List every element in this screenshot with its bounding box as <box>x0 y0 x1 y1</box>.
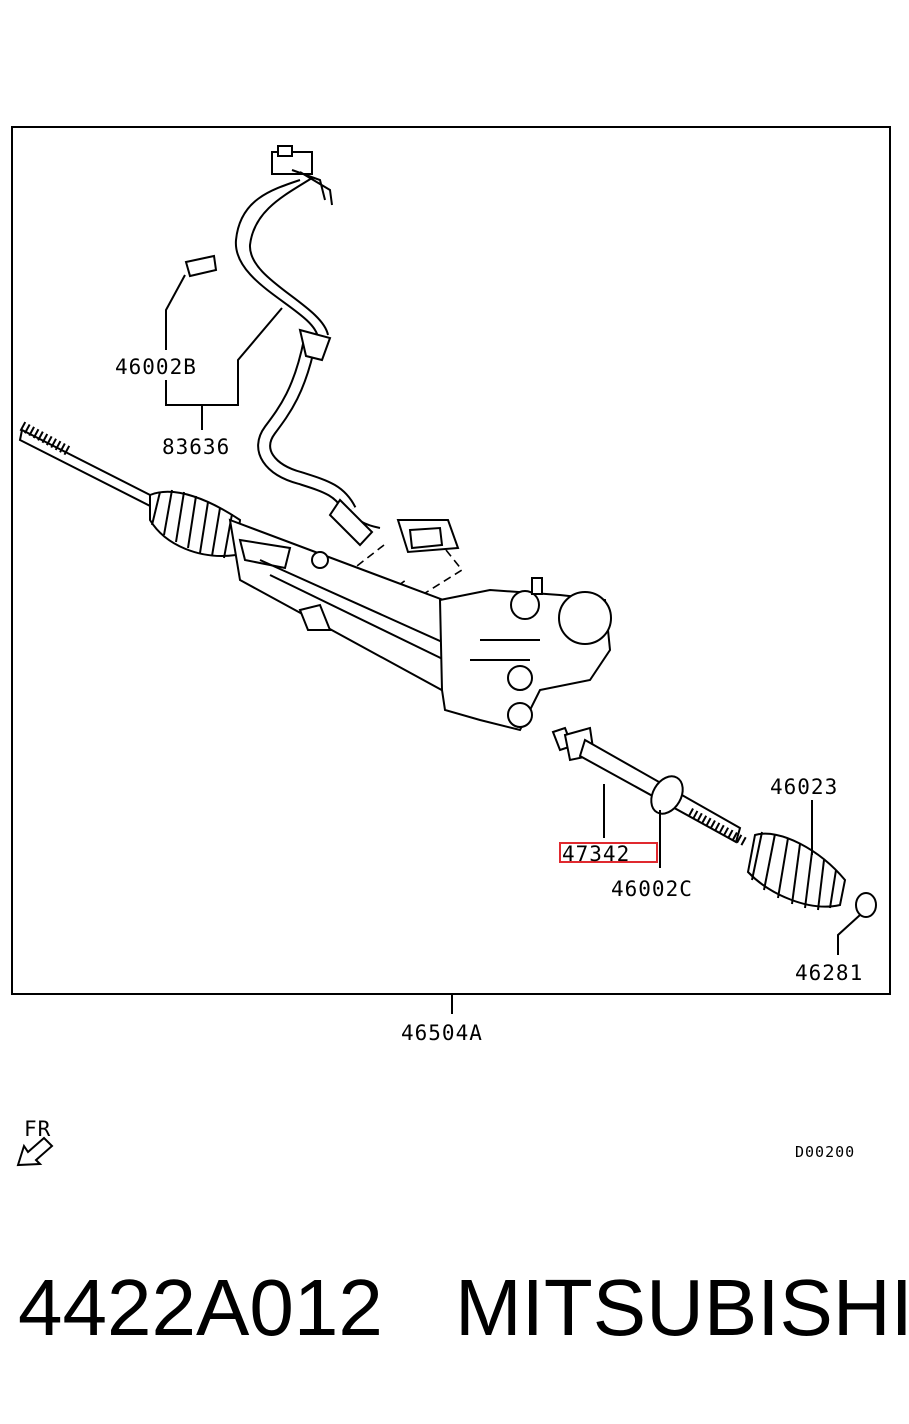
front-direction-arrow-icon <box>16 1136 54 1167</box>
parts-diagram: 46002B 83636 46023 47342 46002C 46281 46… <box>11 126 891 1167</box>
label-46504A: 46504A <box>401 1021 483 1045</box>
label-46281: 46281 <box>795 961 863 985</box>
label-47342: 47342 <box>562 842 630 866</box>
highlight-box-47342[interactable] <box>559 842 658 863</box>
fr-label: FR <box>24 1117 51 1141</box>
diagram-code: D00200 <box>795 1143 855 1161</box>
brand-name: MITSUBISHI <box>455 1263 909 1352</box>
label-46002B: 46002B <box>115 355 197 379</box>
steering-rack-drawing <box>18 421 877 918</box>
wiring-harness-drawing <box>184 145 460 554</box>
label-46023: 46023 <box>770 775 838 799</box>
label-46002C: 46002C <box>611 877 693 901</box>
leader-lines <box>165 274 861 1014</box>
label-83636: 83636 <box>162 435 230 459</box>
part-number: 4422A012 <box>18 1263 383 1352</box>
